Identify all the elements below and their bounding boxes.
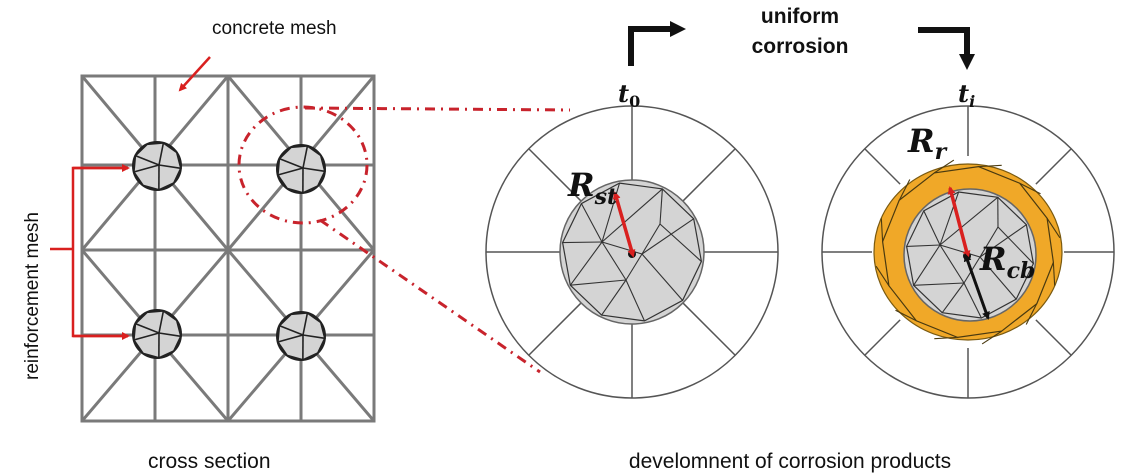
steel-element-edge — [939, 244, 965, 284]
steel-element-edge — [641, 218, 694, 255]
bar-element-edge — [158, 142, 165, 166]
steel-element-edge — [913, 244, 941, 286]
steel-element-edge — [570, 279, 627, 286]
concrete-radial-line — [864, 319, 901, 356]
steel-element-edge — [659, 223, 702, 262]
corrosion-label: corrosion — [752, 35, 849, 58]
bar-polygon — [276, 311, 326, 361]
reinforcement-bar — [132, 141, 182, 191]
bar-element-edge — [133, 332, 160, 341]
reinforcement-bar — [276, 144, 326, 194]
bar-element-edge — [302, 334, 326, 340]
r-st-label: Rst — [567, 166, 617, 210]
steel-element-edge — [601, 241, 627, 281]
bar-polygon — [132, 309, 182, 359]
corrosion-element-edge — [880, 218, 884, 242]
corrosion-element-edge — [1046, 217, 1061, 239]
corrosion-element-edge — [875, 265, 890, 287]
reinforcement-bar — [132, 309, 182, 359]
steel-element-edge — [601, 279, 627, 316]
steel-element-edge — [941, 282, 965, 313]
steel-polygon — [561, 182, 703, 322]
r-cb-arrow — [963, 253, 990, 320]
steel-element-edge — [979, 224, 1027, 258]
bar-element-edge — [133, 164, 160, 173]
process-arrow-left — [628, 21, 686, 66]
corrosion-element-edge — [1019, 182, 1041, 195]
callout-line-top — [304, 106, 571, 112]
corrosion-element-edge — [1052, 262, 1056, 286]
concrete-radial-line — [528, 302, 582, 356]
t0-label: t0 — [618, 79, 640, 111]
steel-element-edge — [569, 241, 603, 286]
bar-element-edge — [158, 332, 182, 338]
callout-ellipse — [237, 105, 369, 225]
concrete-mesh-label: concrete mesh — [212, 18, 337, 39]
concrete-radial-line — [1035, 148, 1072, 185]
concrete-radial-line — [682, 302, 736, 356]
corrosion-element-edge — [981, 330, 1003, 345]
steel-element-edge — [625, 253, 643, 281]
zoom-callout — [237, 105, 571, 374]
r-r-arrow — [947, 186, 971, 259]
center-dot — [963, 252, 971, 260]
steel-element-edge — [979, 226, 999, 258]
corrosion-element-edge — [1025, 303, 1038, 325]
bar-element-edge — [302, 167, 326, 173]
concrete-radial-line — [864, 148, 901, 185]
r-r-label: Rr — [907, 122, 948, 165]
bar-element-edge — [277, 167, 304, 176]
bar-polygon — [276, 144, 326, 194]
concrete-radial-line — [1035, 319, 1072, 356]
state-t0 — [485, 105, 779, 399]
reinforcement-bars — [132, 141, 326, 361]
ti-label: ti — [958, 79, 975, 111]
cross-section-caption: cross section — [148, 450, 271, 473]
uniform-label: uniform — [761, 5, 839, 28]
bar-element-edge — [279, 157, 304, 169]
corrosion-element-edge — [898, 179, 911, 201]
bar-element-edge — [158, 164, 182, 170]
bar-element-edge — [277, 334, 304, 343]
steel-element-edge — [625, 279, 645, 322]
reinforcement-mesh-label: reinforcement mesh — [22, 212, 43, 380]
steel-element-edge — [641, 253, 683, 301]
corrosion-element-edge — [933, 159, 955, 174]
bar-polygon — [132, 141, 182, 191]
steel-element-edge — [923, 210, 941, 246]
corrosion-element-edge — [934, 336, 958, 340]
bar-element-edge — [158, 310, 165, 334]
steel-element-edge — [997, 226, 1034, 264]
steel-element-edge — [562, 241, 603, 244]
steel-element-edge — [580, 203, 603, 243]
reinforcement-bar — [276, 311, 326, 361]
steel-element-edge — [641, 223, 661, 255]
state-ti — [821, 105, 1115, 399]
bar-element-edge — [279, 324, 304, 336]
steel-element-edge — [913, 282, 965, 286]
bar-element-edge — [302, 145, 309, 169]
process-arrow-right — [918, 27, 975, 70]
concrete-radial-line — [682, 148, 736, 202]
cross-section-mesh — [80, 74, 376, 423]
r-cb-label: Rcb — [979, 240, 1035, 284]
concrete-radial-line — [528, 148, 582, 202]
callout-line-bottom — [319, 218, 541, 374]
steel-element-edge — [906, 244, 941, 247]
r-st-arrow — [612, 191, 636, 258]
development-caption: develomnent of corrosion products — [629, 450, 951, 473]
corrosion-element-edge — [978, 164, 1002, 168]
bar-element-edge — [302, 312, 309, 336]
steel-element-edge — [659, 188, 663, 225]
bar-element-edge — [135, 154, 160, 166]
reinforcement-bracket — [50, 164, 130, 340]
bar-element-edge — [135, 322, 160, 334]
corrosion-element-edge — [895, 309, 917, 322]
concrete-mesh-arrow — [178, 56, 211, 92]
